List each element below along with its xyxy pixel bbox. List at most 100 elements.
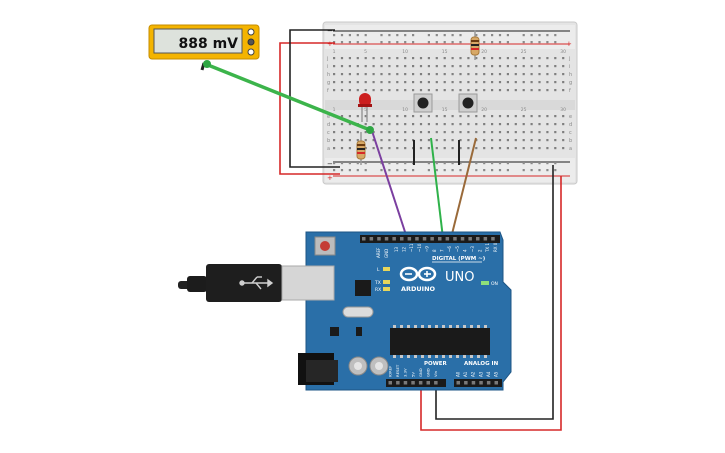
terminal-hole[interactable] <box>459 115 462 118</box>
terminal-hole[interactable] <box>340 81 344 84</box>
terminal-hole[interactable] <box>419 139 423 142</box>
terminal-hole[interactable] <box>522 115 525 118</box>
terminal-hole[interactable] <box>498 65 502 68</box>
rail-hole[interactable] <box>475 169 478 172</box>
terminal-hole[interactable] <box>364 89 367 92</box>
rail-hole[interactable] <box>356 41 359 44</box>
rail-hole[interactable] <box>412 169 415 172</box>
header-pin[interactable] <box>418 381 423 385</box>
terminal-hole[interactable] <box>427 81 430 84</box>
terminal-hole[interactable] <box>467 115 470 118</box>
terminal-hole[interactable] <box>372 73 375 76</box>
rail-hole[interactable] <box>380 41 383 44</box>
terminal-hole[interactable] <box>514 81 517 84</box>
terminal-hole[interactable] <box>372 123 375 126</box>
rail-hole[interactable] <box>333 41 336 44</box>
terminal-hole[interactable] <box>467 65 470 68</box>
terminal-hole[interactable] <box>483 139 486 142</box>
terminal-hole[interactable] <box>419 115 423 118</box>
terminal-hole[interactable] <box>475 123 478 126</box>
terminal-hole[interactable] <box>356 81 359 84</box>
rail-hole[interactable] <box>427 34 430 37</box>
rail-hole[interactable] <box>340 169 344 172</box>
rail-hole[interactable] <box>506 162 509 165</box>
resistor-top[interactable] <box>470 30 480 60</box>
terminal-hole[interactable] <box>483 81 486 84</box>
terminal-hole[interactable] <box>372 57 375 60</box>
terminal-hole[interactable] <box>435 81 438 84</box>
rail-hole[interactable] <box>498 41 502 44</box>
rail-hole[interactable] <box>459 41 462 44</box>
terminal-hole[interactable] <box>467 147 470 150</box>
terminal-hole[interactable] <box>380 65 383 68</box>
terminal-hole[interactable] <box>356 139 359 142</box>
terminal-hole[interactable] <box>538 81 541 84</box>
terminal-hole[interactable] <box>514 139 517 142</box>
terminal-hole[interactable] <box>348 89 351 92</box>
terminal-hole[interactable] <box>356 89 359 92</box>
header-pin[interactable] <box>453 237 457 241</box>
terminal-hole[interactable] <box>538 123 541 126</box>
terminal-hole[interactable] <box>396 65 399 68</box>
terminal-hole[interactable] <box>443 115 446 118</box>
terminal-hole[interactable] <box>506 57 509 60</box>
header-pin[interactable] <box>456 381 461 385</box>
terminal-hole[interactable] <box>364 73 367 76</box>
terminal-hole[interactable] <box>459 81 462 84</box>
terminal-hole[interactable] <box>546 139 549 142</box>
analog-header[interactable] <box>454 379 502 387</box>
terminal-hole[interactable] <box>380 139 383 142</box>
rail-hole[interactable] <box>491 41 494 44</box>
header-pin[interactable] <box>468 237 472 241</box>
wire-green[interactable] <box>430 137 444 239</box>
terminal-hole[interactable] <box>419 131 423 134</box>
rail-hole[interactable] <box>491 34 494 37</box>
terminal-hole[interactable] <box>412 123 415 126</box>
terminal-hole[interactable] <box>506 65 509 68</box>
terminal-hole[interactable] <box>372 131 375 134</box>
terminal-hole[interactable] <box>333 81 336 84</box>
terminal-hole[interactable] <box>340 131 344 134</box>
terminal-hole[interactable] <box>546 73 549 76</box>
terminal-hole[interactable] <box>419 123 423 126</box>
terminal-hole[interactable] <box>522 147 525 150</box>
rail-hole[interactable] <box>435 162 438 165</box>
terminal-hole[interactable] <box>443 131 446 134</box>
terminal-hole[interactable] <box>380 147 383 150</box>
header-pin[interactable] <box>388 381 393 385</box>
terminal-hole[interactable] <box>419 65 423 68</box>
terminal-hole[interactable] <box>554 89 557 92</box>
terminal-hole[interactable] <box>530 115 533 118</box>
rail-hole[interactable] <box>554 162 557 165</box>
terminal-hole[interactable] <box>388 115 391 118</box>
terminal-hole[interactable] <box>506 89 509 92</box>
rail-hole[interactable] <box>364 169 367 172</box>
terminal-hole[interactable] <box>443 123 446 126</box>
terminal-hole[interactable] <box>530 147 533 150</box>
multimeter[interactable]: 888 mV <box>148 24 260 60</box>
rail-hole[interactable] <box>404 162 407 165</box>
rail-hole[interactable] <box>333 162 336 165</box>
terminal-hole[interactable] <box>522 139 525 142</box>
rail-hole[interactable] <box>388 162 391 165</box>
header-pin[interactable] <box>438 237 442 241</box>
terminal-hole[interactable] <box>412 131 415 134</box>
led-red[interactable] <box>358 93 372 122</box>
rail-hole[interactable] <box>435 169 438 172</box>
terminal-hole[interactable] <box>498 89 502 92</box>
header-pin[interactable] <box>392 237 396 241</box>
wire-red-left[interactable] <box>279 42 340 175</box>
rail-hole[interactable] <box>554 169 557 172</box>
terminal-hole[interactable] <box>498 73 502 76</box>
terminal-hole[interactable] <box>435 65 438 68</box>
probe-wire-green[interactable] <box>207 63 371 132</box>
terminal-hole[interactable] <box>467 123 470 126</box>
wire-purple[interactable] <box>371 130 408 239</box>
rail-hole[interactable] <box>348 34 351 37</box>
rail-hole[interactable] <box>396 162 399 165</box>
terminal-hole[interactable] <box>554 57 557 60</box>
terminal-hole[interactable] <box>554 131 557 134</box>
terminal-hole[interactable] <box>419 73 423 76</box>
terminal-hole[interactable] <box>475 147 478 150</box>
terminal-hole[interactable] <box>514 89 517 92</box>
